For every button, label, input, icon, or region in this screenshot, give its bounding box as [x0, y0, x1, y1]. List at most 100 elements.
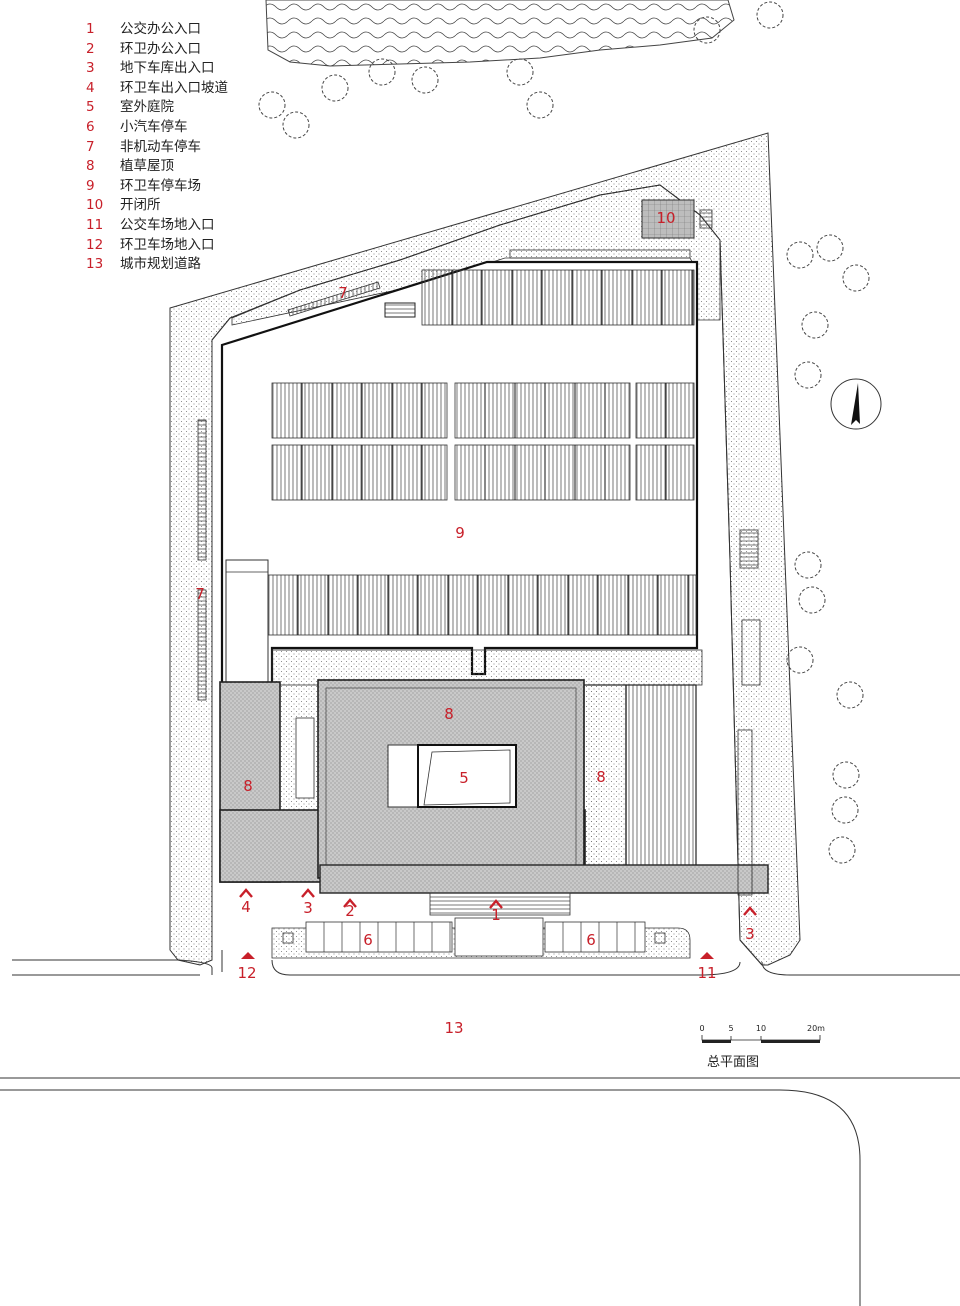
legend-text: 开闭所	[120, 197, 161, 214]
drawing-title: 总平面图	[707, 1055, 759, 1070]
entrance-arrow-icon	[239, 888, 253, 898]
bike-parking	[197, 281, 381, 701]
city-road	[0, 950, 960, 1306]
entrance-arrow-icon	[743, 906, 757, 916]
legend-text: 地下车库出入口	[120, 60, 215, 77]
label-2: 2	[345, 902, 355, 920]
tree-icon	[816, 234, 844, 262]
tree-icon	[258, 91, 286, 119]
bay-row	[271, 382, 448, 439]
label-13: 13	[444, 1019, 463, 1037]
north-arrow	[830, 378, 882, 430]
scale-tick-10: 10	[756, 1024, 766, 1033]
label-12: 12	[237, 964, 256, 982]
tree-icon	[368, 58, 396, 86]
tree-icon	[801, 311, 829, 339]
tree-icon	[786, 241, 814, 269]
tree-icon	[831, 796, 859, 824]
tree-icon	[832, 761, 860, 789]
bay-row	[271, 444, 448, 501]
legend-number: 5	[86, 99, 95, 116]
bay-row	[421, 269, 695, 326]
label-3-west: 3	[303, 899, 313, 917]
legend-item: 13 城市规划道路	[86, 255, 228, 275]
entrance-arrow-icon	[489, 899, 503, 909]
legend-text: 环卫车停车场	[120, 177, 201, 194]
scale-bar: 0 5 10 20m 总平面图	[699, 1024, 825, 1070]
bay-row	[635, 444, 695, 501]
legend-text: 小汽车停车	[120, 118, 188, 135]
label-4: 4	[241, 898, 251, 916]
legend-item: 1 公交办公入口	[86, 20, 228, 40]
tree-icon	[526, 91, 554, 119]
car-stall-lines	[323, 922, 636, 952]
tree-icon	[786, 646, 814, 674]
tree-icon	[756, 1, 784, 29]
label-10: 10	[656, 209, 675, 227]
courtyard	[387, 744, 517, 808]
legend-number: 7	[86, 138, 95, 155]
east-ramp	[737, 529, 761, 896]
tree-icon	[842, 264, 870, 292]
site-entry-icon	[241, 952, 255, 959]
label-9: 9	[455, 524, 465, 542]
legend-item: 2 环卫办公入口	[86, 40, 228, 60]
label-11: 11	[697, 964, 716, 982]
legend-number: 13	[86, 256, 104, 273]
legend: 1 公交办公入口 2 环卫办公入口 3 地下车库出入口 4 环卫车出入口坡道 5 室外庭院 6 小汽车…	[86, 20, 228, 275]
trees	[258, 1, 870, 864]
legend-number: 10	[86, 197, 104, 214]
tree-icon	[411, 66, 439, 94]
legend-number: 4	[86, 79, 95, 96]
label-8-west: 8	[243, 777, 253, 795]
label-8-east: 8	[596, 768, 606, 786]
water-area	[265, 0, 735, 67]
legend-text: 环卫车场地入口	[120, 236, 215, 253]
entrance-arrow-icon	[301, 888, 315, 898]
legend-text: 环卫车出入口坡道	[120, 79, 228, 96]
tree-icon	[798, 586, 826, 614]
legend-text: 公交车场地入口	[120, 216, 215, 233]
legend-text: 公交办公入口	[120, 21, 201, 37]
label-7-north: 7	[338, 284, 348, 302]
zone-labels: 1 2 3 3 4 5 6 6 7 7 8 8 8 9 10 11 12 13	[195, 209, 755, 1037]
car-parking	[271, 917, 691, 959]
label-8-center: 8	[444, 705, 454, 723]
north-stair	[384, 249, 691, 318]
entrance-arrow-icon	[343, 898, 357, 908]
scale-tick-20: 20m	[807, 1024, 825, 1033]
substation	[641, 199, 713, 239]
bay-row	[454, 382, 631, 439]
legend-item: 10 开闭所	[86, 196, 228, 216]
legend-number: 6	[86, 118, 95, 135]
tree-icon	[836, 681, 864, 709]
bay-row	[267, 574, 697, 636]
tree-icon	[506, 58, 534, 86]
site-entry-icon	[700, 952, 714, 959]
tree-icon	[282, 111, 310, 139]
legend-item: 9 环卫车停车场	[86, 177, 228, 197]
label-5: 5	[459, 769, 469, 787]
legend-item: 4 环卫车出入口坡道	[86, 79, 228, 99]
label-7-west: 7	[195, 585, 205, 603]
tree-icon	[828, 836, 856, 864]
legend-number: 2	[86, 40, 95, 57]
legend-item: 11 公交车场地入口	[86, 216, 228, 236]
legend-text: 环卫办公入口	[120, 40, 201, 57]
legend-text: 室外庭院	[120, 99, 174, 116]
legend-text: 植草屋顶	[120, 158, 174, 175]
legend-item: 6 小汽车停车	[86, 118, 228, 138]
label-6-east: 6	[586, 931, 596, 949]
legend-number: 3	[86, 60, 95, 77]
bay-row	[635, 382, 695, 439]
tree-icon	[321, 74, 349, 102]
bay-row	[454, 444, 631, 501]
legend-number: 1	[86, 21, 95, 37]
legend-text: 城市规划道路	[120, 256, 201, 273]
legend-number: 9	[86, 177, 95, 194]
legend-number: 11	[86, 216, 104, 233]
